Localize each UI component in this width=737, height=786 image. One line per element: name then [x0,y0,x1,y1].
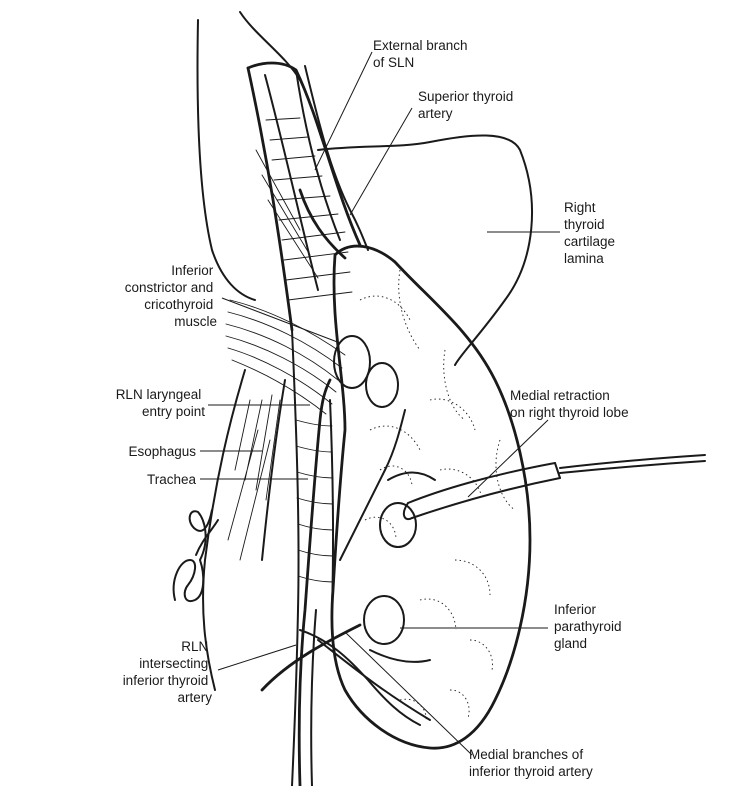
thyroid-lobe [330,244,532,750]
labels: External branch of SLN Superior thyroid … [116,38,629,779]
artist-signature [172,509,219,603]
label-trachea: Trachea [147,472,197,487]
parathyroid-glands [363,362,417,645]
label-right-thyroid-cartilage-lamina: Right thyroid cartilage lamina [564,200,619,266]
esophagus [202,369,286,691]
retractor [402,454,706,521]
label-external-branch-sln: External branch of SLN [373,38,471,70]
inferior-thyroid-artery [260,409,436,726]
cricothyroid-muscle [225,299,371,415]
label-inferior-parathyroid: Inferior parathyroid gland [554,602,625,651]
label-medial-branches: Medial branches of inferior thyroid arte… [469,747,593,779]
label-rln-intersecting: RLN intersecting inferior thyroid artery [123,639,213,705]
thyroid-cartilage-lamina [317,134,533,366]
leader-lines [200,51,560,756]
label-superior-thyroid-artery: Superior thyroid artery [418,89,517,121]
label-rln-laryngeal-entry: RLN laryngeal entry point [116,387,206,419]
label-medial-retraction: Medial retraction on right thyroid lobe [510,388,629,420]
recurrent-laryngeal-nerve [297,378,332,786]
constrictor-muscle-band [246,61,362,332]
trachea [291,329,335,786]
label-esophagus: Esophagus [128,444,196,459]
label-inferior-constrictor: Inferior constrictor and cricothyroid mu… [125,263,217,329]
